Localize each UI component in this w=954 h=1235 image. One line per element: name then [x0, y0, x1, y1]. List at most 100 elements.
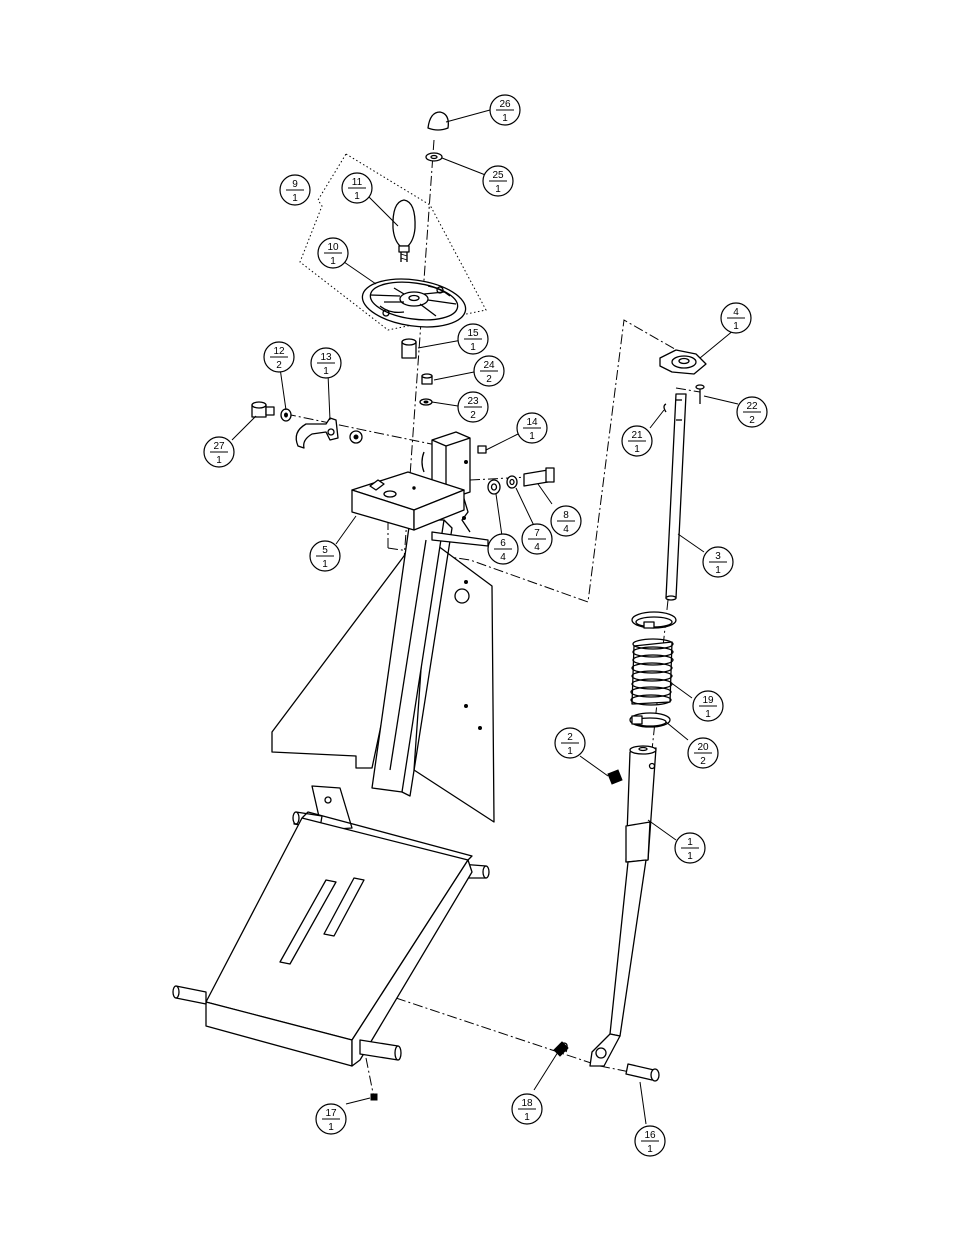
- balloon-item-number: 6: [500, 538, 506, 549]
- balloon-item-20: 202: [688, 738, 718, 768]
- balloon-item-number: 24: [483, 360, 495, 371]
- balloon-item-number: 13: [320, 352, 332, 363]
- base-platform: [173, 786, 489, 1066]
- balloon-quantity: 2: [749, 415, 755, 426]
- balloon-item-24: 242: [474, 356, 504, 386]
- part-26-cap: [428, 112, 448, 130]
- balloon-quantity: 1: [705, 709, 711, 720]
- part-17-nut: [371, 1094, 377, 1100]
- balloon-item-3: 31: [703, 547, 733, 577]
- balloon-item-7: 74: [522, 524, 552, 554]
- part-19-bellows: [631, 639, 673, 705]
- balloon-quantity: 1: [330, 256, 336, 267]
- balloon-item-6: 64: [488, 534, 518, 564]
- balloon-quantity: 1: [470, 342, 476, 353]
- balloon-item-number: 23: [467, 396, 479, 407]
- part-22-pin: [696, 385, 704, 404]
- balloon-item-26: 261: [490, 95, 520, 125]
- balloon-item-number: 16: [644, 1130, 656, 1141]
- part-25-washer: [426, 153, 442, 161]
- balloon-quantity: 1: [322, 559, 328, 570]
- balloon-item-23: 232: [458, 392, 488, 422]
- balloon-quantity: 1: [733, 321, 739, 332]
- balloon-item-8: 84: [551, 506, 581, 536]
- balloon-item-number: 11: [352, 177, 363, 188]
- balloon-item-16: 161: [635, 1126, 665, 1156]
- part-5-column: [272, 432, 494, 822]
- balloon-quantity: 1: [502, 113, 508, 124]
- balloon-quantity: 1: [647, 1144, 653, 1155]
- balloon-item-10: 101: [318, 238, 348, 268]
- balloon-item-18: 181: [512, 1094, 542, 1124]
- balloon-item-number: 25: [492, 170, 504, 181]
- balloon-item-9: 91: [280, 175, 310, 205]
- balloon-item-number: 7: [534, 528, 540, 539]
- balloon-item-15: 151: [458, 324, 488, 354]
- part-11-handle: [393, 200, 415, 262]
- balloon-item-number: 14: [526, 417, 538, 428]
- balloon-item-number: 1: [687, 837, 693, 848]
- balloon-item-number: 27: [213, 441, 225, 452]
- balloon-item-number: 5: [322, 545, 328, 556]
- balloon-item-12: 122: [264, 342, 294, 372]
- part-24-nut: [422, 374, 432, 384]
- balloon-quantity: 2: [486, 374, 492, 385]
- balloon-item-number: 12: [273, 346, 285, 357]
- balloon-quantity: 1: [495, 184, 501, 195]
- balloon-item-number: 20: [697, 742, 709, 753]
- balloon-item-number: 18: [521, 1098, 533, 1109]
- balloon-item-19: 191: [693, 691, 723, 721]
- part-18-clip: [554, 1042, 568, 1056]
- balloon-item-1: 11: [675, 833, 705, 863]
- balloon-item-2: 21: [555, 728, 585, 758]
- balloon-quantity: 1: [634, 444, 640, 455]
- balloon-item-14: 141: [517, 413, 547, 443]
- balloon-quantity: 1: [292, 193, 298, 204]
- part-13-bracket: [296, 418, 338, 448]
- balloon-quantity: 1: [715, 565, 721, 576]
- balloon-item-number: 22: [746, 401, 758, 412]
- balloon-item-13: 131: [311, 348, 341, 378]
- part-23-washer: [420, 399, 432, 405]
- balloon-item-number: 15: [467, 328, 479, 339]
- balloon-quantity: 2: [276, 360, 282, 371]
- part-15-bushing: [402, 339, 416, 358]
- balloon-item-number: 3: [715, 551, 721, 562]
- part-6-washer: [488, 480, 500, 494]
- balloon-quantity: 4: [563, 524, 569, 535]
- balloon-item-number: 2: [567, 732, 573, 743]
- balloon-item-5: 51: [310, 541, 340, 571]
- balloon-quantity: 1: [687, 851, 693, 862]
- balloon-item-4: 41: [721, 303, 751, 333]
- part-13-washer: [350, 431, 362, 443]
- part-8-bolt: [524, 468, 554, 486]
- balloon-item-number: 9: [292, 179, 298, 190]
- balloon-quantity: 1: [323, 366, 329, 377]
- balloon-item-number: 8: [563, 510, 569, 521]
- part-4-flange: [660, 350, 706, 374]
- balloon-item-number: 21: [631, 430, 643, 441]
- part-20-clamp-upper: [632, 612, 676, 628]
- balloon-quantity: 4: [500, 552, 506, 563]
- balloon-quantity: 1: [216, 455, 222, 466]
- part-1-lever: [590, 746, 656, 1066]
- balloon-quantity: 2: [470, 410, 476, 421]
- balloon-quantity: 1: [524, 1112, 530, 1123]
- balloon-item-17: 171: [316, 1104, 346, 1134]
- balloon-item-number: 4: [733, 307, 739, 318]
- balloon-item-number: 17: [325, 1108, 337, 1119]
- part-10-handwheel: [359, 273, 468, 333]
- balloon-quantity: 1: [328, 1122, 334, 1133]
- balloon-item-number: 26: [499, 99, 511, 110]
- balloon-quantity: 1: [529, 431, 535, 442]
- balloon-item-21: 211: [622, 426, 652, 456]
- part-21-clip: [664, 404, 666, 412]
- balloon-item-11: 111: [342, 173, 372, 203]
- balloon-quantity: 1: [354, 191, 360, 202]
- balloon-quantity: 1: [567, 746, 573, 757]
- balloon-item-number: 10: [327, 242, 339, 253]
- part-16-pin: [626, 1064, 659, 1081]
- balloon-item-27: 271: [204, 437, 234, 467]
- part-7-washer: [507, 476, 517, 488]
